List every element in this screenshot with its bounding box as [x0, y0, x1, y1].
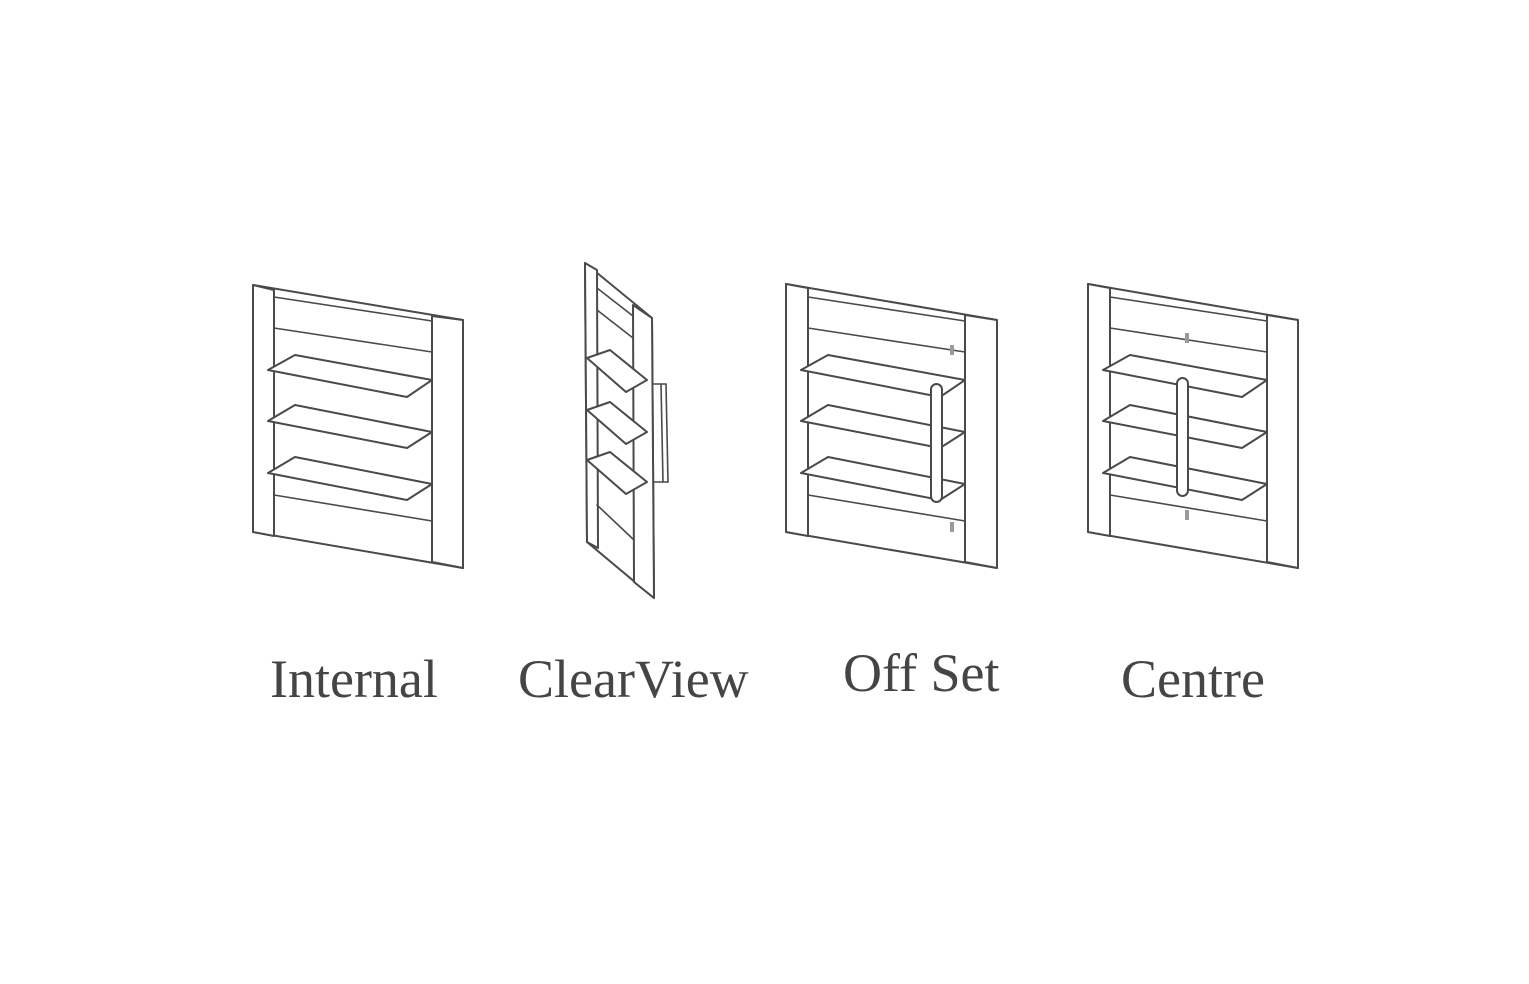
clearview-label: ClearView — [518, 649, 749, 709]
internal-label: Internal — [270, 649, 438, 709]
offset-label: Off Set — [843, 643, 1000, 703]
internal-shutter-icon — [252, 284, 464, 569]
centre-label: Centre — [1121, 649, 1265, 709]
centre-shutter-icon — [1087, 283, 1299, 569]
clearview-shutter-icon — [584, 262, 669, 599]
offset-shutter-icon — [785, 283, 998, 569]
